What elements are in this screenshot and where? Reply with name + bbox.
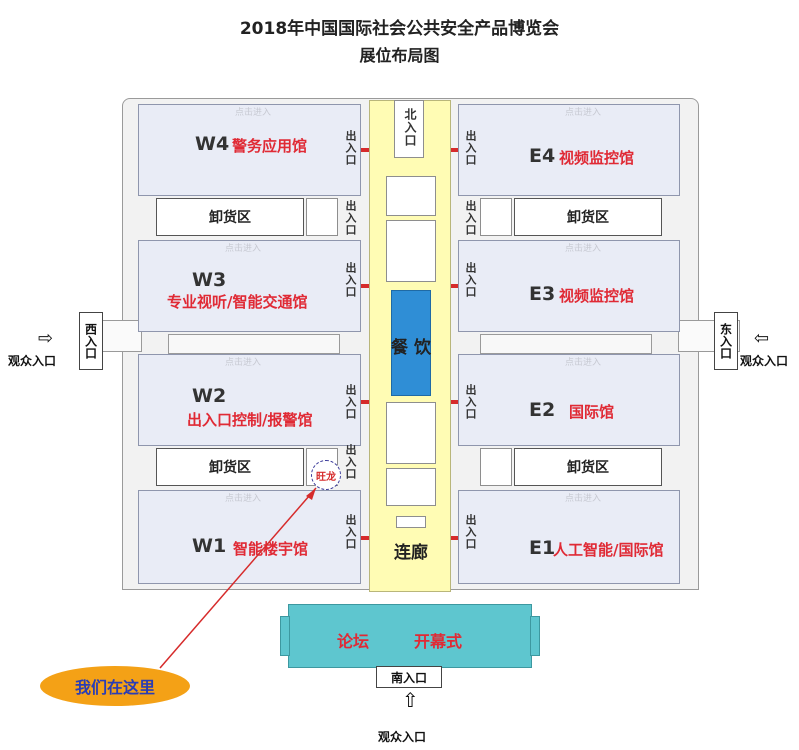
- you-are-here-callout: 我们在这里: [40, 666, 190, 706]
- dining-area[interactable]: [391, 290, 431, 396]
- exit-marker: [361, 148, 369, 152]
- hall-name: 智能楼宇馆: [233, 540, 309, 558]
- dock-side-box: [480, 448, 512, 486]
- hall-name: 人工智能/国际馆: [553, 541, 664, 559]
- click-hint: 点击进入: [565, 358, 602, 368]
- corridor-room: [386, 468, 436, 506]
- hall-code: W3: [192, 269, 227, 291]
- south-entrance[interactable]: 南入口: [376, 666, 442, 688]
- click-hint: 点击进入: [565, 108, 602, 118]
- opening-ceremony-label: 开幕式: [414, 632, 463, 651]
- corridor-room: [386, 220, 436, 282]
- hall-w3[interactable]: 点击进入 W3 专业视听/智能交通馆: [138, 240, 361, 332]
- exit-marker: [361, 536, 369, 540]
- hall-code: W2: [192, 385, 227, 407]
- hall-e1[interactable]: 点击进入 E1 人工智能/国际馆: [458, 490, 680, 584]
- east-entrance[interactable]: 东入口: [714, 312, 738, 370]
- exit-label: 出入口: [344, 514, 357, 550]
- exit-label: 出入口: [344, 262, 357, 298]
- pointer-line-stroke: [159, 487, 317, 669]
- exit-marker: [361, 400, 369, 404]
- east-mid-strip: [480, 334, 652, 354]
- unloading-area-se: 卸货区: [514, 448, 662, 486]
- exit-marker: [450, 400, 458, 404]
- exit-label: 出入口: [464, 200, 477, 236]
- hall-name: 国际馆: [569, 403, 615, 421]
- map-subtitle: 展位布局图: [359, 46, 440, 65]
- hall-name: 视频监控馆: [559, 287, 635, 305]
- forum-wing: [530, 616, 540, 656]
- west-arrow-icon: ⇨: [38, 328, 54, 349]
- west-visitor-label: 观众入口: [8, 354, 57, 368]
- hall-code: E2: [529, 399, 556, 421]
- dining-label: 餐 饮: [391, 337, 431, 358]
- dock-side-box: [480, 198, 512, 236]
- click-hint: 点击进入: [565, 494, 602, 504]
- hall-w4[interactable]: 点击进入 W4 警务应用馆: [138, 104, 361, 196]
- hall-e4[interactable]: 点击进入 E4 视频监控馆: [458, 104, 680, 196]
- hall-e3[interactable]: 点击进入 E3 视频监控馆: [458, 240, 680, 332]
- west-entrance[interactable]: 西入口: [79, 312, 103, 370]
- hall-code: W4: [195, 133, 230, 155]
- hall-name: 视频监控馆: [559, 149, 635, 167]
- exit-label: 出入口: [344, 130, 357, 166]
- corridor-room: [386, 402, 436, 464]
- click-hint: 点击进入: [565, 244, 602, 254]
- exit-label: 出入口: [344, 200, 357, 236]
- hall-w1[interactable]: 点击进入 W1 智能楼宇馆: [138, 490, 361, 584]
- exit-label: 出入口: [344, 444, 357, 480]
- hall-w2[interactable]: 点击进入 W2 出入口控制/报警馆: [138, 354, 361, 446]
- exit-label: 出入口: [344, 384, 357, 420]
- exit-marker: [450, 148, 458, 152]
- exit-label: 出入口: [464, 514, 477, 550]
- exit-marker: [450, 536, 458, 540]
- forum-label: 论坛: [337, 632, 370, 651]
- hall-name: 出入口控制/报警馆: [187, 411, 313, 429]
- hall-code: E4: [529, 145, 556, 167]
- map-title: 2018年中国国际社会公共安全产品博览会: [239, 19, 560, 39]
- pointer-arrowhead: [306, 488, 316, 500]
- forum-wing: [280, 616, 290, 656]
- south-visitor-label: 观众入口: [378, 730, 427, 744]
- exit-marker: [361, 284, 369, 288]
- click-hint: 点击进入: [225, 244, 262, 254]
- south-arrow-icon: ⇧: [402, 688, 419, 712]
- dock-side-box: [306, 198, 338, 236]
- north-entrance-label: 北入口: [403, 108, 417, 147]
- corridor-room: [386, 176, 436, 216]
- hall-name: 专业视听/智能交通馆: [167, 293, 308, 311]
- corridor-label: 连廊: [394, 543, 428, 563]
- hall-code: W1: [192, 535, 227, 557]
- east-visitor-label: 观众入口: [740, 354, 789, 368]
- exit-label: 出入口: [464, 130, 477, 166]
- north-entrance-box: [394, 100, 424, 158]
- hall-code: E3: [529, 283, 556, 305]
- unloading-area-nw: 卸货区: [156, 198, 304, 236]
- west-mid-strip: [168, 334, 340, 354]
- hall-e2[interactable]: 点击进入 E2 国际馆: [458, 354, 680, 446]
- click-hint: 点击进入: [235, 108, 272, 118]
- exit-label: 出入口: [464, 384, 477, 420]
- hall-code: E1: [529, 537, 556, 559]
- unloading-area-sw: 卸货区: [156, 448, 304, 486]
- exit-marker: [450, 284, 458, 288]
- east-arrow-icon: ⇦: [754, 328, 770, 349]
- exit-label: 出入口: [464, 262, 477, 298]
- booth-marker[interactable]: 旺龙: [311, 460, 341, 490]
- click-hint: 点击进入: [225, 358, 262, 368]
- hall-name: 警务应用馆: [232, 137, 308, 155]
- click-hint: 点击进入: [225, 494, 262, 504]
- corridor-stair: [396, 516, 426, 528]
- unloading-area-ne: 卸货区: [514, 198, 662, 236]
